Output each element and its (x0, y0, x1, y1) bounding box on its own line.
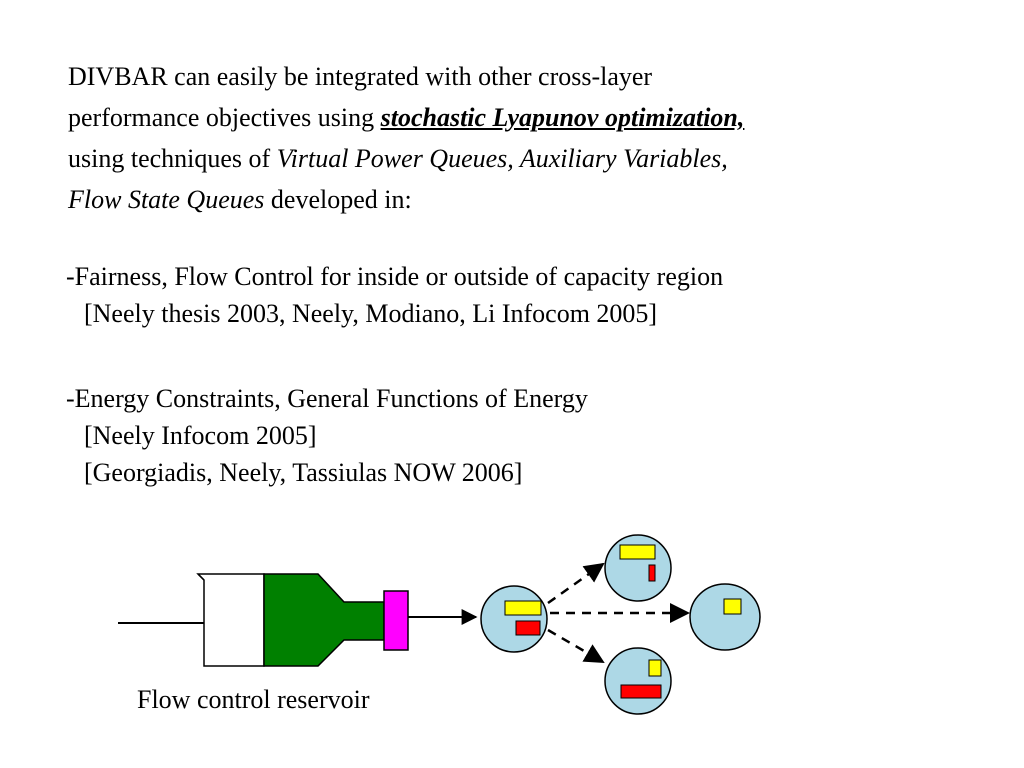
right-node (689, 583, 761, 651)
intro-line-3-prefix: using techniques of (68, 144, 277, 173)
reservoir-tank-lip (197, 573, 205, 581)
source-packet-red (515, 620, 541, 636)
intro-line-2-prefix: performance objectives using (68, 103, 381, 132)
intro-line-1: DIVBAR can easily be integrated with oth… (68, 62, 653, 91)
intro-line-3: using techniques of Virtual Power Queues… (68, 138, 968, 179)
intro-line-2: performance objectives using stochastic … (68, 97, 968, 138)
right-packet-yellow (723, 598, 742, 615)
fairness-block: -Fairness, Flow Control for inside or ou… (66, 258, 723, 332)
energy-block: -Energy Constraints, General Functions o… (66, 380, 588, 491)
energy-ref-1: [Neely Infocom 2005] (84, 421, 317, 450)
bottom-node (604, 647, 672, 715)
reservoir-tank (196, 573, 265, 667)
bottom-packet-yellow (648, 659, 662, 677)
flow-regulator (383, 590, 409, 651)
techniques-italic: Virtual Power Queues, Auxiliary Variable… (276, 144, 728, 173)
intro-line-4-suffix: developed in: (264, 185, 412, 214)
flow-control-diagram (118, 534, 761, 715)
link-to-top-node (547, 562, 605, 605)
intro-paragraph: DIVBAR can easily be integrated with oth… (68, 56, 968, 220)
diagram-caption: Flow control reservoir (137, 685, 370, 714)
bottom-packet-red (620, 684, 662, 699)
reservoir-water (263, 573, 385, 667)
source-node (480, 585, 548, 653)
top-packet-red (648, 564, 656, 582)
energy-ref-2: [Georgiadis, Neely, Tassiulas NOW 2006] (84, 458, 523, 487)
fairness-heading: -Fairness, Flow Control for inside or ou… (66, 262, 724, 291)
link-to-bottom-node (547, 628, 605, 664)
intro-line-4: Flow State Queues developed in: (68, 179, 968, 220)
fairness-ref-1: [Neely thesis 2003, Neely, Modiano, Li I… (84, 299, 658, 328)
energy-heading: -Energy Constraints, General Functions o… (66, 384, 588, 413)
lyapunov-emphasis: stochastic Lyapunov optimization, (380, 103, 745, 132)
source-packet-yellow (504, 600, 542, 616)
top-packet-yellow (619, 544, 656, 560)
flow-state-queues-italic: Flow State Queues (68, 185, 265, 214)
